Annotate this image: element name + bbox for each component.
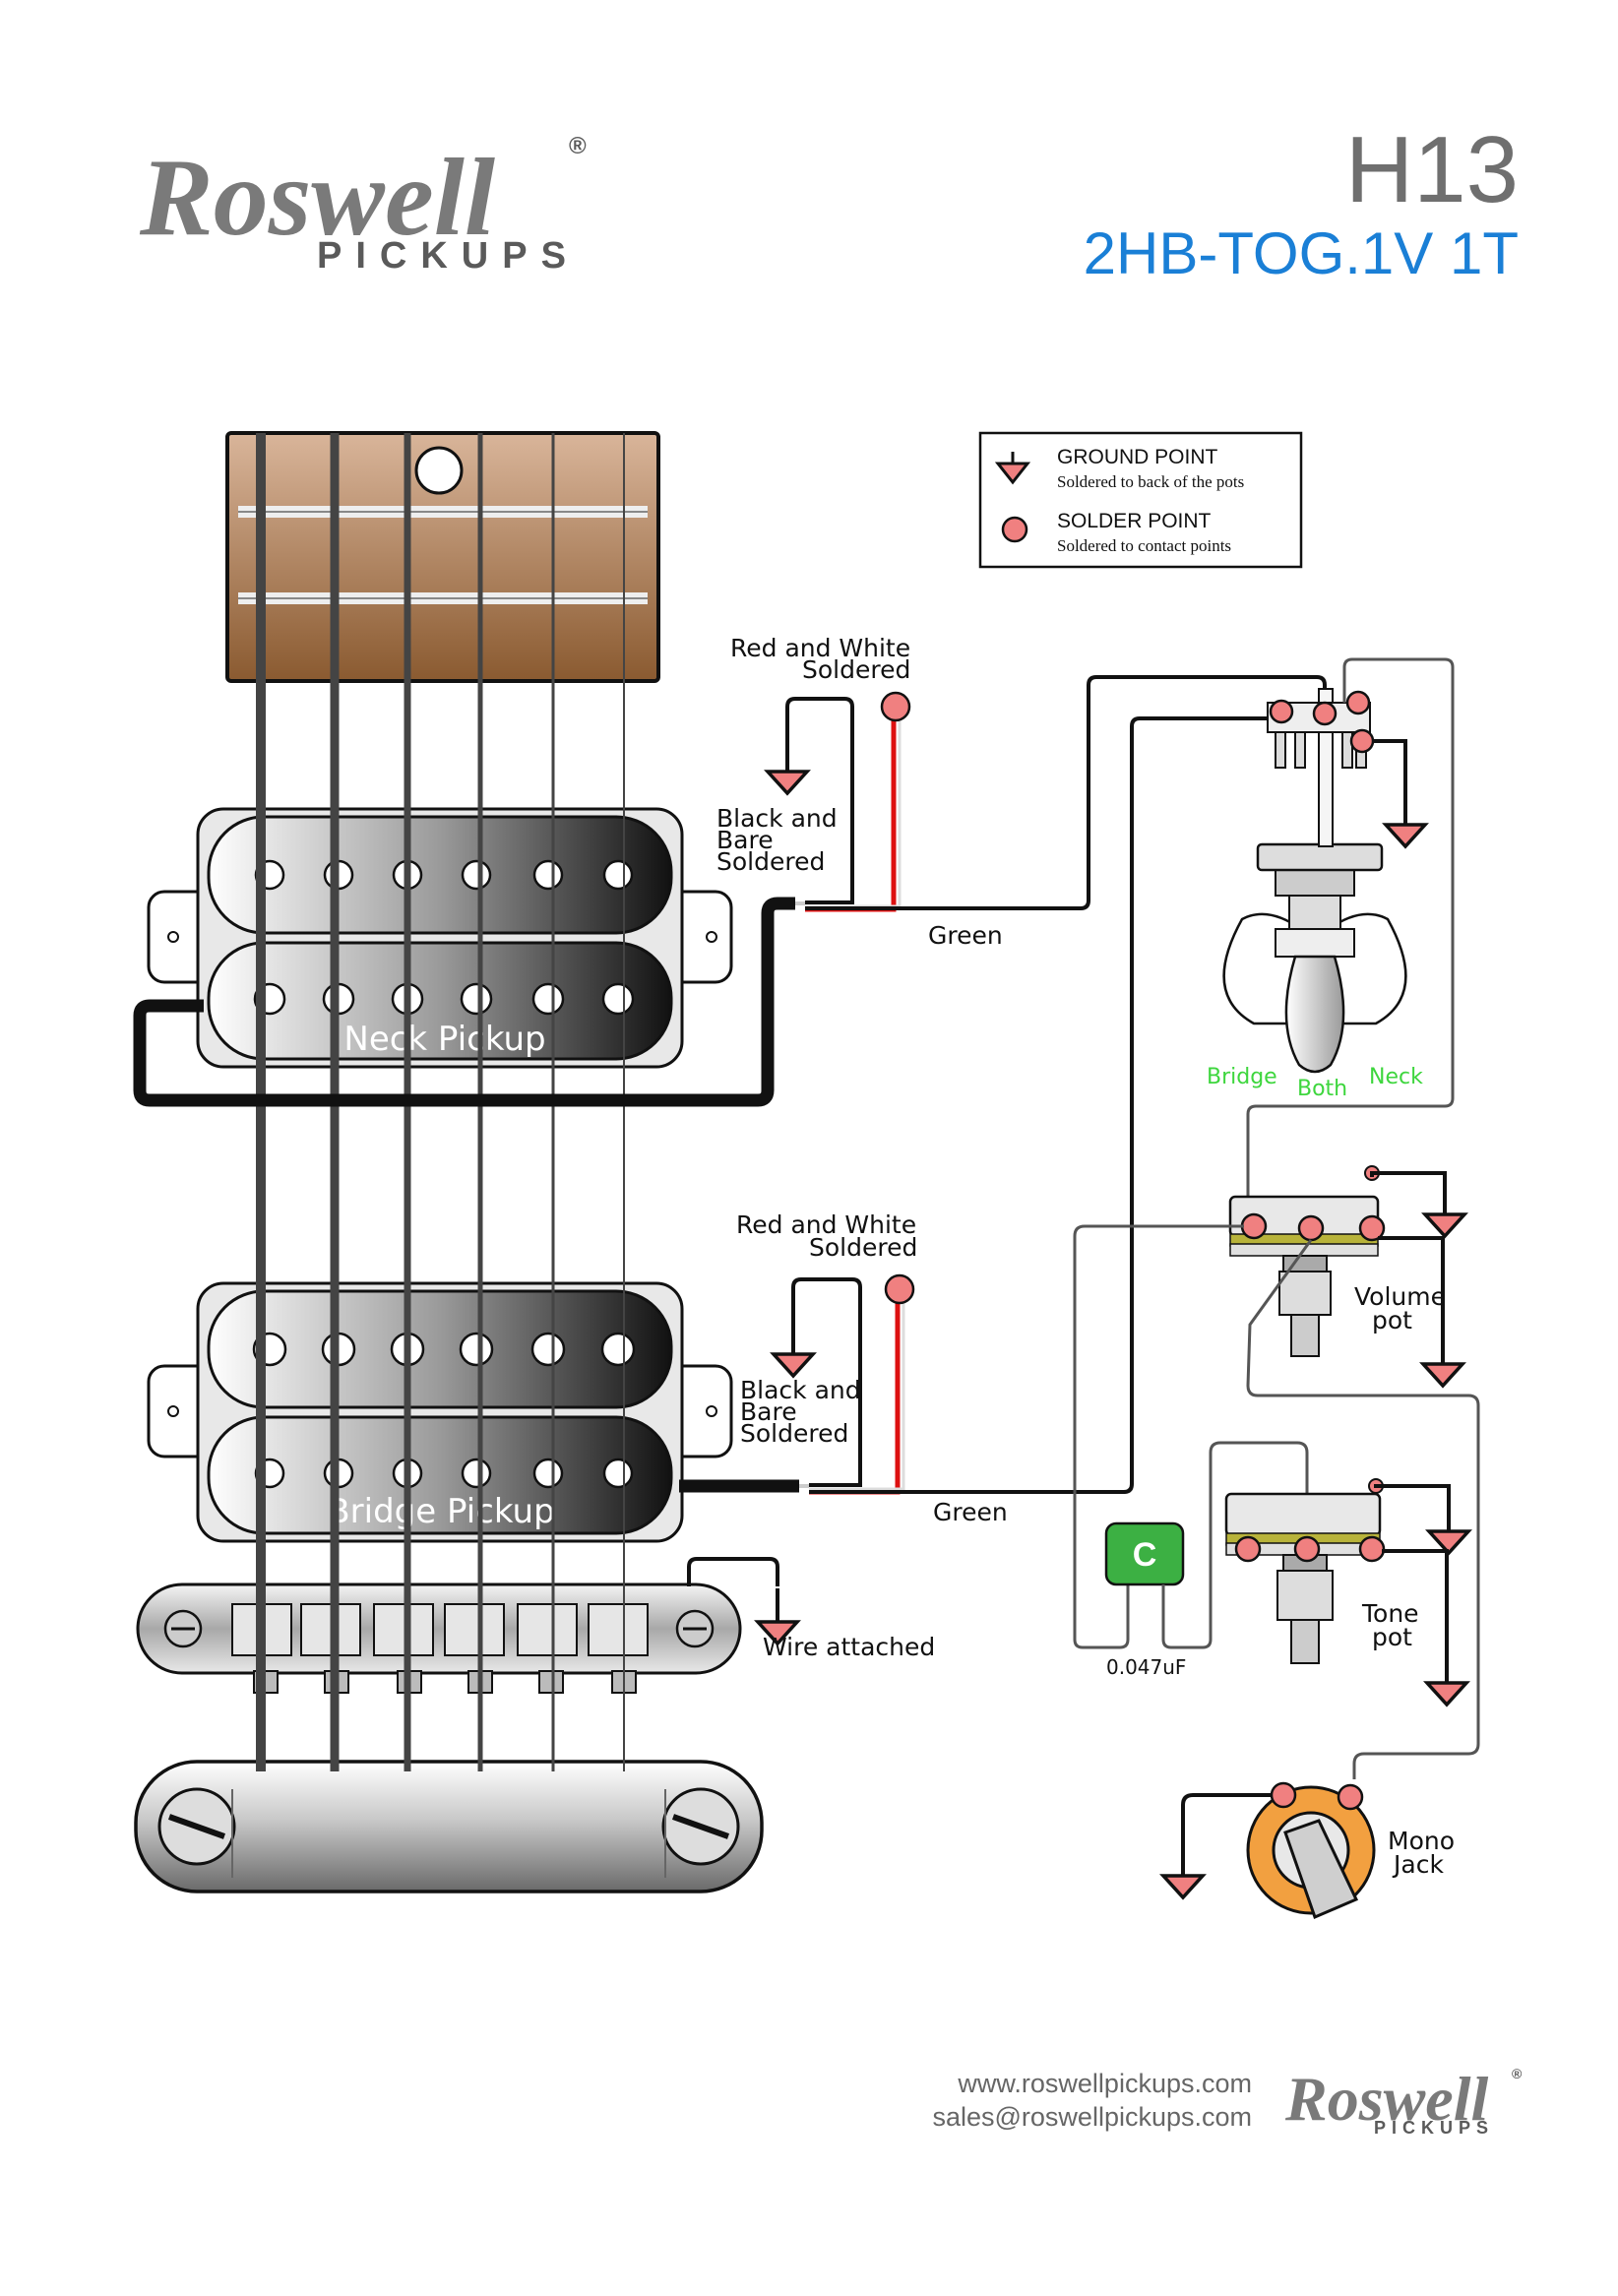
bridge-ground-icon: [772, 1319, 815, 1378]
bridge-red-white-label-line2: Soldered: [809, 1233, 917, 1262]
switch-ground-icon: [1384, 789, 1427, 848]
bridge-black-bare-label-line1: Black and: [740, 1376, 861, 1404]
volume-pot: [1228, 1165, 1386, 1357]
jack-label-line2: Jack: [1392, 1850, 1444, 1879]
bridge-black-bare-label-line2: Bare: [740, 1397, 797, 1426]
capacitor-value-label: 0.047uF: [1106, 1655, 1186, 1679]
capacitor: C: [1104, 1521, 1185, 1586]
legend-ground-title: GROUND POINT: [1057, 446, 1218, 468]
capacitor-letter: C: [1133, 1536, 1157, 1574]
wiring-code-subtitle: 2HB-TOG.1V 1T: [1084, 220, 1519, 286]
bridge-pickup-label: Bridge Pickup: [327, 1492, 554, 1531]
tune-o-matic-bridge: [136, 1582, 742, 1694]
roswell-logo: Roswell PICKUPS ®: [139, 133, 587, 277]
switch-label-neck: Neck: [1369, 1065, 1423, 1089]
svg-text:®: ®: [1512, 2066, 1523, 2081]
tone-pot: [1224, 1478, 1386, 1664]
neck-ground-icon: [766, 736, 809, 795]
svg-text:Roswell: Roswell: [139, 137, 495, 259]
bridge-black-bare-label-line3: Soldered: [740, 1419, 848, 1448]
volume-ground-icon-2: [1421, 1329, 1464, 1388]
bridge-green-label: Green: [933, 1498, 1008, 1526]
legend-ground-desc: Soldered to back of the pots: [1057, 472, 1244, 491]
bridge-red-white-solder-point: [884, 1273, 915, 1305]
toggle-switch: [1222, 688, 1407, 1074]
svg-text:PICKUPS: PICKUPS: [1374, 2118, 1494, 2138]
bridge-red-white-label-line1: Red and White: [736, 1210, 916, 1239]
tone-pot-label-line2: pot: [1372, 1623, 1412, 1651]
legend-solder-desc: Soldered to contact points: [1057, 536, 1231, 555]
neck-black-bare-label-line1: Black and: [716, 804, 838, 833]
neck-black-bare-label-line3: Soldered: [716, 847, 825, 876]
legend-solder-title: SOLDER POINT: [1057, 510, 1212, 532]
roswell-footer-logo: Roswell PICKUPS ®: [1284, 2064, 1523, 2138]
tone-ground-icon-2: [1425, 1647, 1468, 1706]
output-jack: [1246, 1781, 1376, 1920]
tone-ground-icon-1: [1427, 1496, 1470, 1555]
fretboard: [225, 431, 660, 683]
fret-marker-dot: [414, 446, 464, 495]
neck-pickup-label: Neck Pickup: [343, 1020, 545, 1059]
volume-pot-label-line2: pot: [1372, 1306, 1412, 1334]
neck-red-white-solder-point: [880, 691, 911, 722]
neck-green-label: Green: [928, 921, 1003, 950]
email-text: sales@roswellpickups.com: [932, 2102, 1252, 2132]
neck-black-bare-label-line2: Bare: [716, 826, 774, 854]
legend-box: GROUND POINT Soldered to back of the pot…: [978, 431, 1303, 569]
svg-text:®: ®: [569, 133, 587, 159]
volume-ground-icon-1: [1423, 1179, 1466, 1238]
switch-label-bridge: Bridge: [1207, 1065, 1277, 1089]
model-number: H13: [1345, 117, 1519, 222]
neck-red-white-label-line2: Soldered: [802, 655, 910, 684]
svg-text:PICKUPS: PICKUPS: [317, 235, 580, 277]
bridge-pickup: Bridge Pickup: [147, 1281, 733, 1543]
neck-pickup: Neck Pickup: [147, 807, 733, 1069]
ground-point-icon: [994, 452, 1031, 485]
neck-red-white-label-line1: Red and White: [730, 634, 910, 662]
website-text: www.roswellpickups.com: [957, 2069, 1252, 2098]
jack-label-line1: Mono: [1388, 1827, 1455, 1855]
solder-point-icon: [1001, 516, 1028, 543]
switch-label-both: Both: [1297, 1077, 1347, 1101]
tone-pot-label-line1: Tone: [1361, 1599, 1419, 1628]
jack-ground-icon: [1161, 1840, 1205, 1899]
volume-pot-label-line1: Volume: [1354, 1282, 1446, 1311]
svg-text:Roswell: Roswell: [1284, 2064, 1488, 2134]
stop-tailpiece: [134, 1760, 764, 1893]
wire-attached-label: Wire attached: [763, 1633, 935, 1661]
